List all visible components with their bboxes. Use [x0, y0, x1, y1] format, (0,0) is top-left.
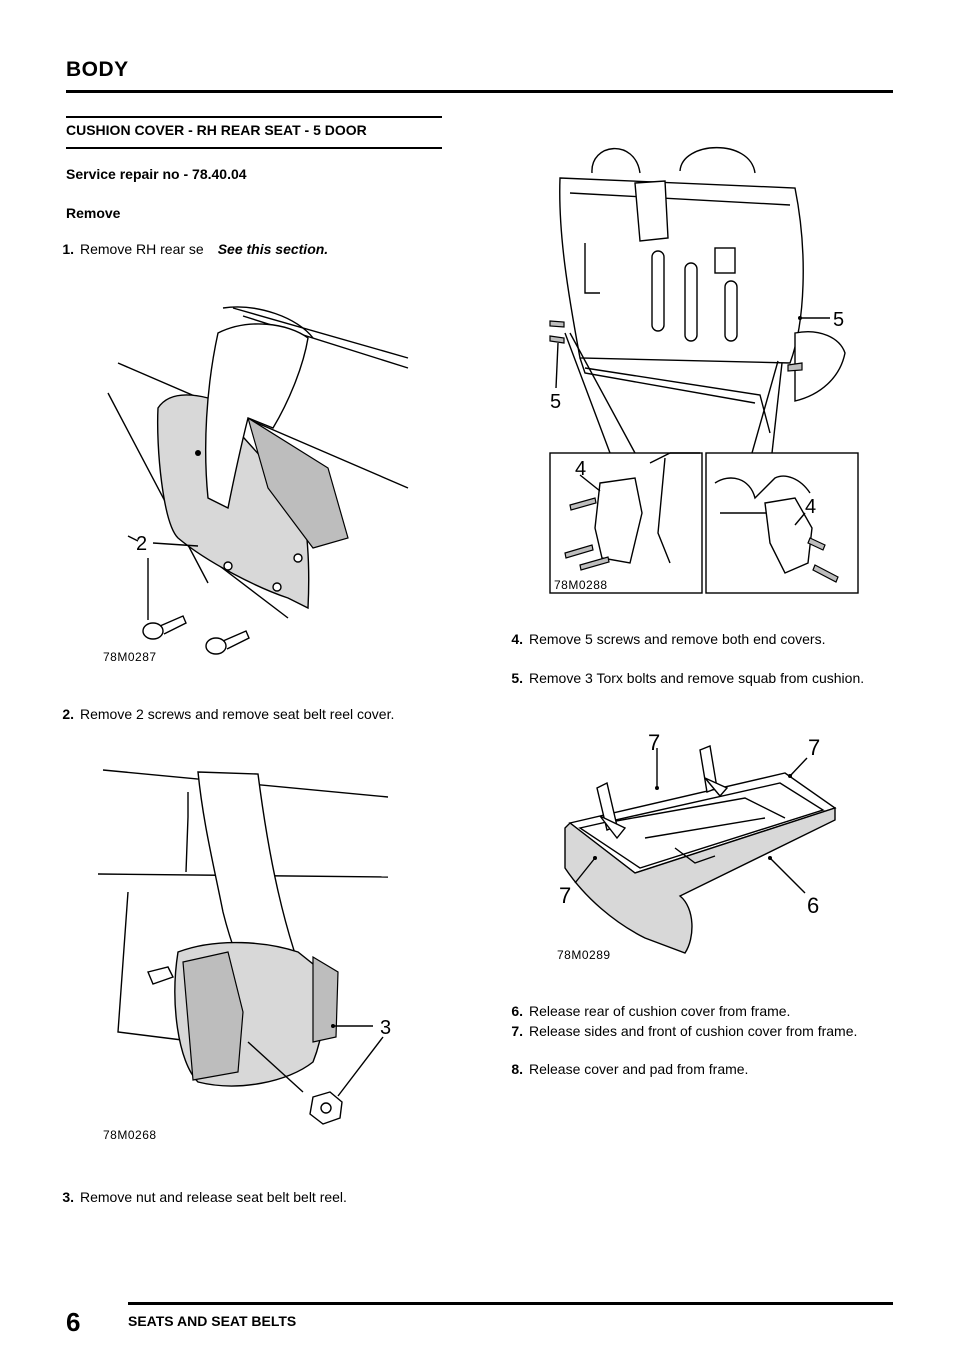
screw-icon	[564, 544, 594, 559]
screw-icon	[569, 497, 597, 511]
callout-label: 3	[380, 1017, 391, 1039]
title-rule-top	[66, 116, 442, 118]
step-number: 3.	[62, 1189, 74, 1205]
screw-icon	[787, 362, 803, 372]
screw-icon	[579, 556, 610, 571]
callout-label: 5	[550, 391, 561, 413]
nut-icon	[309, 1091, 343, 1125]
step-number: 6.	[511, 1003, 523, 1019]
figure-code: 78M0288	[554, 578, 608, 592]
figure-seat-belt-reel-cover: 2 78M0287	[98, 298, 428, 668]
seat-belt-reel-illustration: 3	[97, 769, 391, 1125]
title-rule-bottom	[66, 147, 442, 149]
screw-icon	[549, 320, 565, 328]
step-number: 7.	[511, 1023, 523, 1039]
callout-label: 4	[805, 496, 816, 518]
figure-code: 78M0287	[103, 650, 157, 664]
screw-icon	[549, 335, 565, 344]
step-5: 5. Remove 3 Torx bolts and remove squab f…	[501, 670, 891, 687]
footer-section-title: SEATS AND SEAT BELTS	[128, 1313, 297, 1329]
callout-label: 5	[833, 309, 844, 331]
screw-icon	[205, 630, 250, 655]
header-rule	[66, 90, 893, 93]
callout-label: 6	[807, 893, 819, 918]
cross-reference-link[interactable]: See this section.	[217, 241, 329, 257]
step-text: Release cover and pad from frame.	[529, 1061, 749, 1077]
step-number: 1.	[62, 241, 74, 257]
figure-code: 78M0268	[103, 1128, 157, 1142]
section-title: BODY	[66, 58, 129, 81]
callout-label: 4	[575, 458, 586, 480]
callout-label: 7	[648, 730, 660, 755]
step-number: 5.	[511, 670, 523, 686]
remove-heading: Remove	[66, 205, 121, 221]
figure-code: 78M0289	[557, 948, 611, 962]
step-text: Remove 2 screws and remove seat belt ree…	[80, 706, 395, 722]
seat-belt-reel-cover-illustration: 2	[107, 306, 409, 655]
step-6: 6. Release rear of cushion cover from fra…	[501, 1003, 891, 1020]
seat-cushion-illustration: 7 7 7 6	[559, 730, 837, 954]
callout-label: 2	[136, 533, 147, 555]
figure-seat-belt-reel: 3 78M0268	[97, 762, 428, 1152]
figure-rear-seat-squab: 5 5 4 4 78M0288	[540, 133, 870, 595]
step-text: Release sides and front of cushion cover…	[529, 1023, 858, 1039]
step-7: 7. Release sides and front of cushion cov…	[501, 1023, 891, 1040]
step-number: 4.	[511, 631, 523, 647]
step-text: Remove nut and release seat belt belt re…	[80, 1189, 347, 1205]
step-text: Remove RH rear se	[80, 241, 204, 257]
step-text: Release rear of cushion cover from frame…	[529, 1003, 791, 1019]
step-1: 1. Remove RH rear se See this section.	[52, 241, 328, 258]
figure-seat-cushion: 7 7 7 6 78M0289	[545, 728, 865, 968]
step-4: 4. Remove 5 screws and remove both end co…	[501, 631, 891, 648]
screw-icon	[807, 537, 826, 551]
rear-seat-squab-illustration: 5 5 4 4	[549, 146, 859, 594]
page-number: 6	[66, 1307, 81, 1337]
step-text: Remove 5 screws and remove both end cove…	[529, 631, 826, 647]
step-text: Remove 3 Torx bolts and remove squab fro…	[529, 670, 865, 686]
screw-icon	[142, 615, 187, 640]
screw-icon	[812, 564, 839, 583]
footer-rule	[128, 1302, 893, 1305]
step-3: 3. Remove nut and release seat belt belt …	[52, 1189, 442, 1206]
step-number: 8.	[511, 1061, 523, 1077]
service-repair-number: Service repair no - 78.40.04	[66, 166, 247, 182]
step-2: 2. Remove 2 screws and remove seat belt r…	[52, 706, 432, 723]
step-number: 2.	[62, 706, 74, 722]
step-8: 8. Release cover and pad from frame.	[501, 1061, 891, 1078]
bolt-icon	[147, 966, 174, 985]
callout-label: 7	[559, 883, 571, 908]
callout-label: 7	[808, 735, 820, 760]
procedure-title: CUSHION COVER - RH REAR SEAT - 5 DOOR	[66, 122, 367, 138]
